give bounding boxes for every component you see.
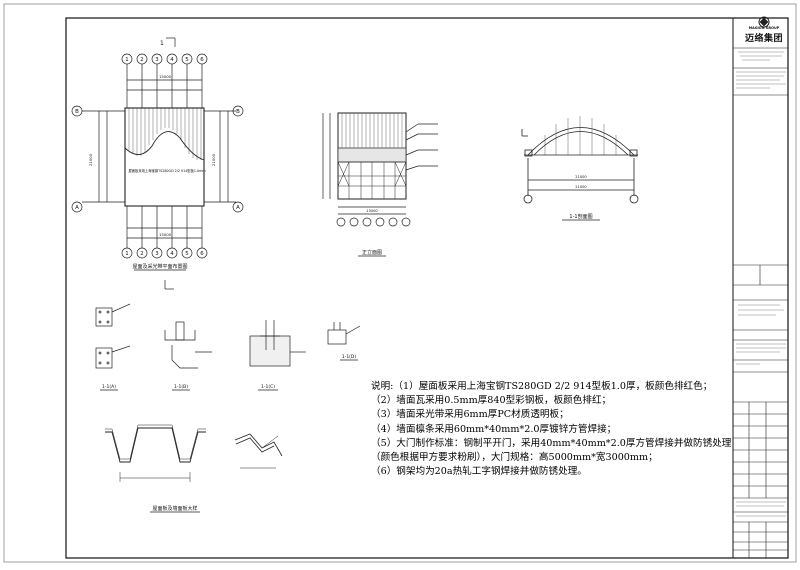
roof-plan-top-dim: 15000 <box>159 74 172 79</box>
svg-text:A: A <box>236 205 240 211</box>
roof-plan-axis-text: 1 2 3 4 5 6 1 2 3 4 5 6 B A B A <box>75 57 240 257</box>
note-item: （4）墙面檩条采用60mm*40mm*2.0厚镀锌方管焊接； <box>371 423 617 435</box>
roof-plan-note: 屋面板采用上海宝钢TS280GD 2/2 914型板1.0mm <box>128 168 205 173</box>
detail-1-title: 1-1(A) <box>102 384 116 390</box>
company-brand-cn: 迈络集团 <box>744 34 783 44</box>
axis-bubble-a-left <box>71 201 83 213</box>
detail-4-title: 1-1(D) <box>342 354 357 360</box>
detail-2-title: 1-1(B) <box>174 384 188 390</box>
detail-1 <box>95 303 131 391</box>
roof-plan-right-dim: 21000 <box>211 153 216 166</box>
front-elev-dim: 15000 <box>366 209 378 213</box>
front-elevation <box>322 112 438 257</box>
front-elevation-title: 正立面图 <box>362 249 382 256</box>
panel-profile-wall <box>234 433 283 469</box>
side-elevation-title: 1-1剖面图 <box>569 213 592 220</box>
notes-line-1: 说明:（1）屋面板采用上海宝钢TS280GD 2/2 914型板1.0厚，板颜色… <box>371 380 712 394</box>
note-item: （2）墙面瓦采用0.5mm厚840型彩钢板，板颜色排红； <box>371 395 612 407</box>
svg-text:4: 4 <box>170 57 174 63</box>
svg-text:6: 6 <box>200 57 204 63</box>
svg-text:2: 2 <box>140 57 143 63</box>
side-elevation <box>521 116 639 221</box>
title-block <box>733 16 788 558</box>
axis-bubble-b-left <box>71 105 83 117</box>
notes-label: 说明: <box>371 381 394 392</box>
detail-3-title: 1-1(C) <box>261 384 275 390</box>
svg-text:2: 2 <box>140 251 143 257</box>
svg-text:B: B <box>236 109 240 115</box>
note-item: （5）大门制作标准：钢制平开门，采用40mm*40mm*2.0厚方管焊接并做防锈… <box>371 437 732 449</box>
svg-text:3: 3 <box>155 251 158 257</box>
detail-3 <box>249 320 306 391</box>
svg-text:5: 5 <box>185 251 188 257</box>
panel-profile-title: 屋面板及墙面板大样 <box>152 505 197 512</box>
svg-text:B: B <box>75 109 79 115</box>
side-elev-dim-bottom: 21000 <box>575 185 587 189</box>
svg-text:5: 5 <box>185 57 188 63</box>
front-axis-bubbles <box>336 217 411 227</box>
roof-plan: 1 <box>71 37 244 290</box>
svg-text:1: 1 <box>125 57 128 63</box>
axis-bubble-a-right <box>232 201 244 213</box>
inner-border <box>65 17 789 559</box>
svg-text:A: A <box>75 205 79 211</box>
svg-text:4: 4 <box>170 251 174 257</box>
side-elev-dim-top: 21000 <box>575 175 587 179</box>
company-brand-en: MAGION GROUP <box>748 26 780 30</box>
roof-plan-title: 屋面及采光带平面布置图 <box>132 263 187 270</box>
design-notes: 说明:（1）屋面板采用上海宝钢TS280GD 2/2 914型板1.0厚，板颜色… <box>371 380 732 479</box>
svg-text:6: 6 <box>200 251 204 257</box>
section-mark-top: 1 <box>160 40 164 47</box>
axis-bubble-b-right <box>232 105 244 117</box>
note-item: （3）墙面采光带采用6mm厚PC材质透明板； <box>371 409 569 421</box>
roof-plan-left-dim: 21000 <box>88 153 93 166</box>
note-item: （颜色根据甲方要求粉刷），大门规格：高5000mm*宽3000mm； <box>371 452 658 464</box>
note-item: （6）钢架均为20a热轧工字钢焊接并做防锈处理。 <box>371 466 587 478</box>
bottom-axis-bubbles <box>121 247 208 259</box>
note-item: （1）屋面板采用上海宝钢TS280GD 2/2 914型板1.0厚，板颜色排红色… <box>393 381 713 392</box>
detail-4 <box>327 322 361 361</box>
panel-profile-roof <box>105 424 206 482</box>
outer-border <box>3 3 797 563</box>
detail-2 <box>164 321 212 391</box>
roof-plan-bottom-dim: 15000 <box>159 232 172 237</box>
svg-text:3: 3 <box>155 57 158 63</box>
svg-text:1: 1 <box>125 251 128 257</box>
top-axis-bubbles <box>121 53 208 65</box>
